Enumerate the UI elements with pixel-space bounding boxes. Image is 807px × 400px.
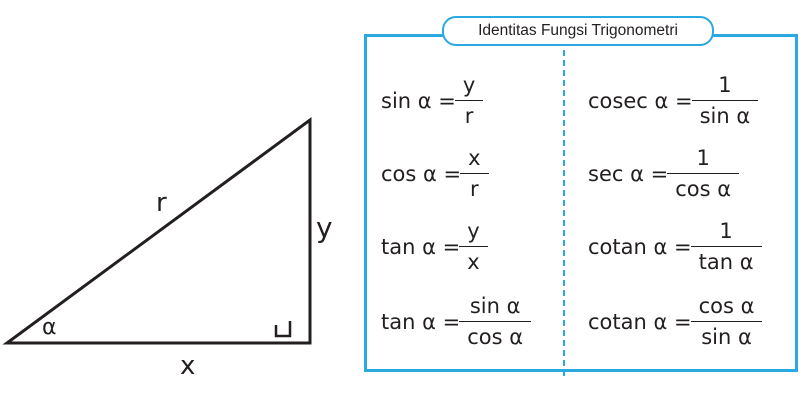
fraction: 1 cos α (667, 145, 740, 202)
opposite-side-label: y (316, 211, 333, 244)
formula-lhs: cotan α = (588, 309, 692, 334)
formula-sec: sec α = 1 cos α (588, 145, 740, 202)
formula-tan-sincos: tan α = sin α cos α (381, 293, 532, 350)
panel-title: Identitas Fungsi Trigonometri (442, 16, 714, 46)
numerator: 1 (719, 219, 733, 243)
fraction: x r (460, 145, 489, 202)
numerator: y (462, 73, 476, 97)
right-angle-marker (274, 321, 292, 338)
denominator: cos α (667, 173, 740, 202)
formula-lhs: sin α = (381, 88, 456, 113)
denominator: sin α (691, 100, 759, 129)
formula-lhs: tan α = (381, 234, 461, 259)
numerator: cos α (698, 294, 755, 318)
fraction: y r (454, 72, 484, 129)
fraction: 1 sin α (691, 72, 759, 129)
denominator: x (459, 246, 488, 275)
fraction: y x (459, 218, 488, 275)
angle-alpha-label: α (42, 315, 57, 340)
denominator: r (454, 100, 484, 129)
numerator: sin α (469, 294, 521, 318)
right-triangle-diagram (2, 117, 312, 345)
denominator: cos α (459, 321, 532, 350)
formula-lhs: cotan α = (588, 234, 692, 259)
fraction: cos α sin α (690, 293, 763, 350)
denominator: r (460, 173, 489, 202)
formula-lhs: cos α = (381, 161, 462, 186)
formula-cos: cos α = x r (381, 145, 489, 202)
numerator: 1 (696, 146, 710, 170)
panel-divider (563, 50, 565, 376)
adjacent-side-label: x (180, 351, 196, 381)
numerator: x (468, 146, 481, 170)
formula-lhs: cosec α = (588, 88, 693, 113)
numerator: 1 (718, 73, 732, 97)
fraction: 1 tan α (690, 218, 762, 275)
formula-lhs: tan α = (381, 309, 461, 334)
triangle-outline (2, 117, 312, 345)
fraction: sin α cos α (459, 293, 532, 350)
formula-cosec: cosec α = 1 sin α (588, 72, 759, 129)
denominator: sin α (690, 321, 763, 350)
formula-sin: sin α = y r (381, 72, 484, 129)
hypotenuse-label: r (156, 188, 167, 218)
formula-lhs: sec α = (588, 161, 669, 186)
numerator: y (467, 219, 480, 243)
formula-tan-ratio: tan α = y x (381, 218, 488, 275)
formula-cotan-reciprocal: cotan α = 1 tan α (588, 218, 762, 275)
denominator: tan α (690, 246, 762, 275)
formula-cotan-cossin: cotan α = cos α sin α (588, 293, 763, 350)
